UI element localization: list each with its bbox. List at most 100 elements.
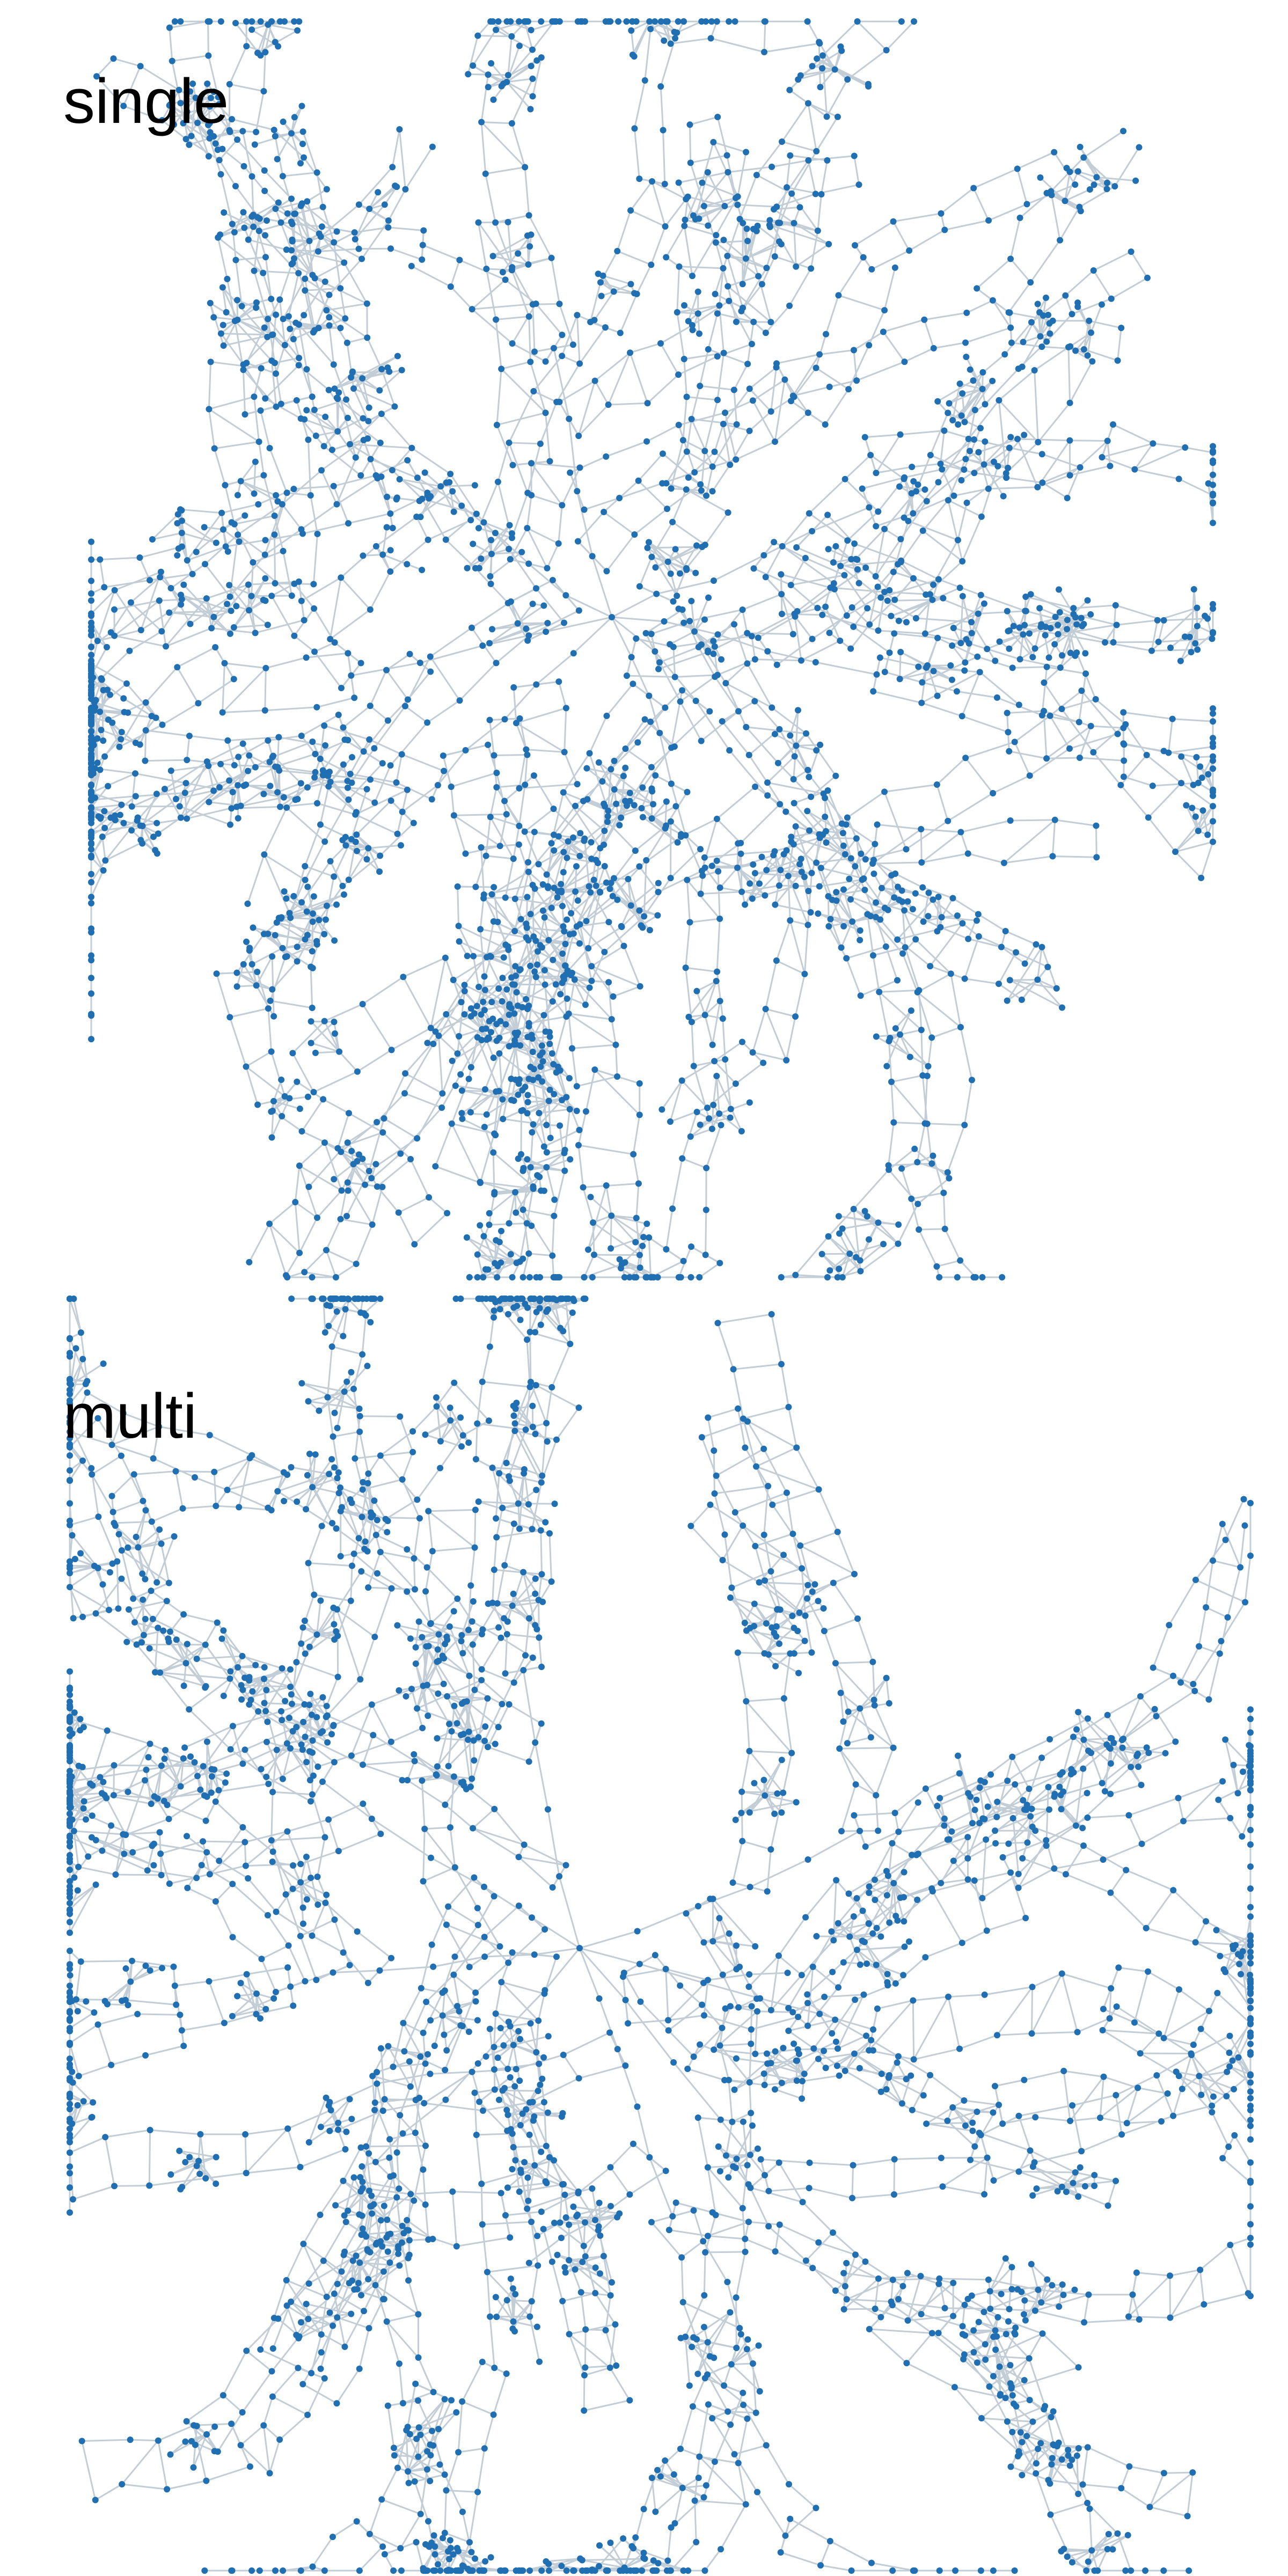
graph-node [688,415,695,422]
graph-edge [879,989,919,993]
graph-edge [611,593,657,618]
graph-edge [816,857,851,864]
graph-edge [751,613,795,637]
graph-node [720,237,727,244]
graph-node [919,527,926,534]
graph-node [420,227,427,234]
graph-node [945,497,952,504]
graph-edge [793,613,802,661]
graph-edge [353,1163,372,1179]
graph-node [542,358,549,365]
graph-edge [511,123,526,167]
graph-edge [964,380,993,423]
graph-node [857,936,863,943]
graph-node [1066,472,1073,479]
graph-edge [270,360,277,407]
graph-edge [517,605,545,624]
graph-edge [564,1109,571,1151]
graph-edge [228,736,279,742]
graph-edge [325,1219,341,1251]
graph-node [849,918,856,925]
graph-edge [909,229,946,252]
graph-edge [304,1249,327,1273]
graph-node [709,463,716,470]
graph-edge [676,266,680,312]
graph-edge [781,545,835,584]
graph-node [1084,352,1091,359]
graph-edge [264,853,306,881]
graph-edge [853,1169,890,1210]
graph-edge [1034,370,1039,442]
graph-edge [869,599,896,625]
graph-node [1045,654,1052,661]
graph-edge [499,1052,534,1081]
graph-edge [924,1075,928,1124]
graph-edge [518,844,533,885]
graph-node [705,346,712,353]
graph-edge [217,237,228,280]
graph-node [653,590,660,597]
graph-node [524,1092,531,1099]
graph-node [586,750,593,757]
graph-edge [496,369,502,425]
graph-node [531,348,538,355]
graph-edge [766,756,795,784]
graph-edge [894,577,914,601]
graph-node [488,999,495,1006]
graph-node [938,914,945,921]
graph-edge [607,769,612,811]
graph-node [492,219,499,226]
graph-edge [405,146,434,190]
graph-edge [708,348,748,365]
graph-node [1210,705,1216,712]
graph-edge [690,155,727,164]
graph-edge [243,369,277,407]
graph-node [896,676,903,683]
graph-node [560,869,567,876]
graph-edge [330,764,345,782]
graph-edge [310,1021,340,1052]
graph-node [576,853,583,860]
graph-edge [745,726,779,764]
graph-edge [657,870,702,893]
graph-edge [334,355,398,390]
graph-node [974,653,981,660]
graph-edge [1005,930,1037,946]
graph-edge [591,952,605,982]
graph-edge [578,1144,634,1155]
graph-node [611,786,618,793]
graph-edge [479,984,515,988]
graph-node [603,879,610,886]
graph-edge [713,635,752,642]
graph-edge [415,516,429,540]
graph-node [998,943,1005,950]
graph-edge [422,244,460,261]
graph-edge [629,766,653,802]
graph-edge [854,221,894,246]
graph-node [1210,786,1216,793]
graph-edge [793,223,797,267]
graph-edge [1081,690,1118,735]
graph-edge [974,472,1007,479]
graph-edge [1095,698,1126,725]
graph-edge [638,480,668,510]
graph-edge [169,104,210,157]
graph-edge [800,50,842,76]
graph-node [1186,633,1193,640]
graph-edge [493,1152,534,1188]
graph-edge [317,802,356,816]
graph-edge [613,877,640,911]
graph-edge [736,843,739,868]
graph-edge [594,352,631,382]
graph-edge [1113,423,1153,444]
graph-edge [924,312,967,321]
graph-node [791,800,797,807]
graph-node [793,544,800,551]
graph-edge [817,913,861,932]
graph-edge [684,225,716,236]
graph-edge [218,139,238,161]
graph-node [880,328,887,335]
graph-edge [97,738,122,764]
graph-node [539,1058,546,1065]
graph-node [1150,440,1157,447]
